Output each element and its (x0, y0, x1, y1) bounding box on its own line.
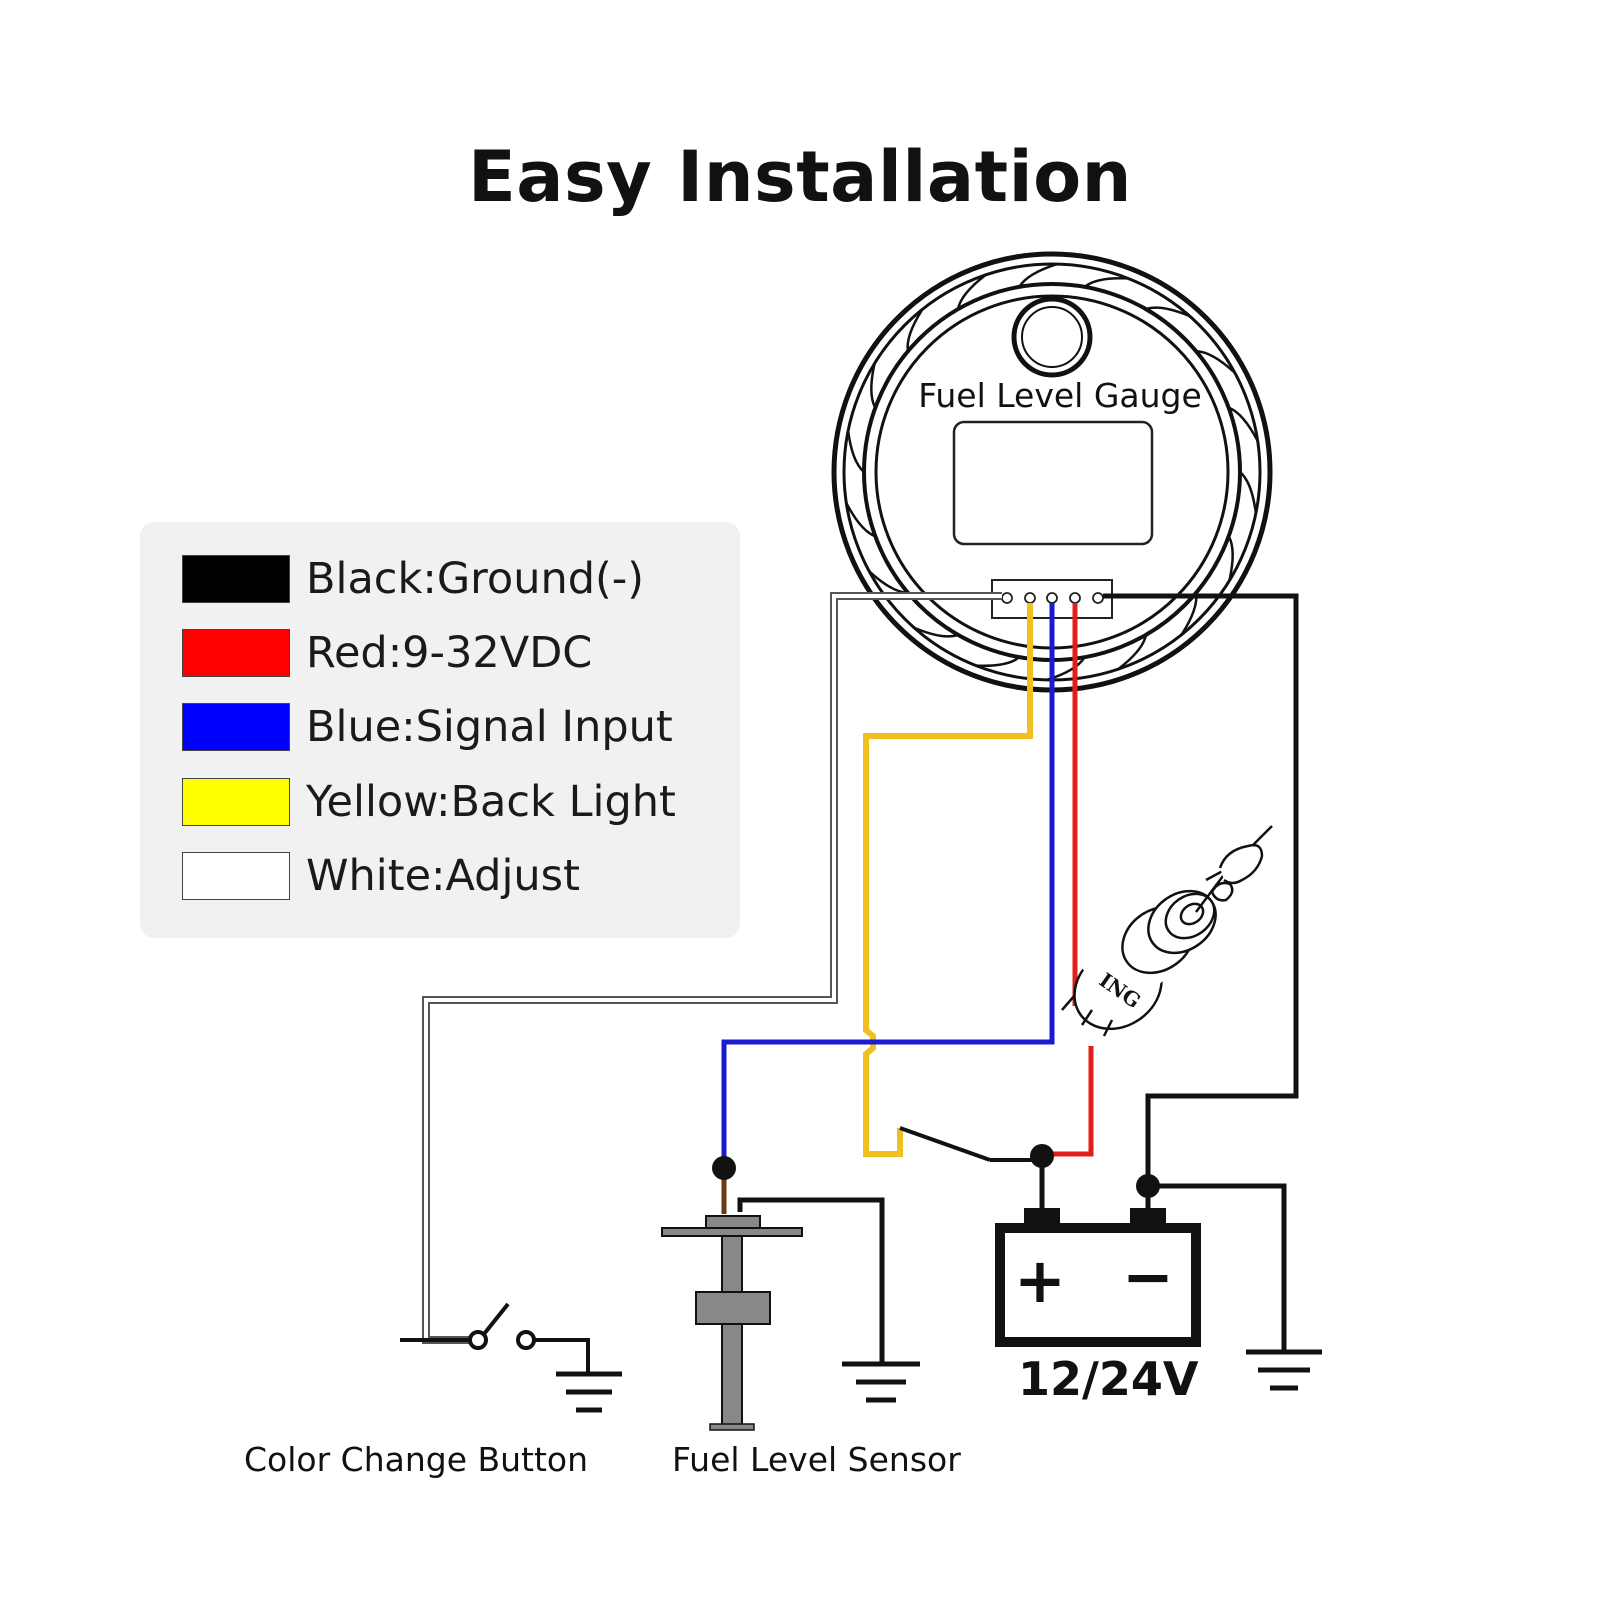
ignition-contact (899, 1126, 1042, 1162)
ground-symbol-button (556, 1371, 622, 1413)
ignition-switch: ING (1061, 825, 1273, 1037)
legend-label-white: White:Adjust (306, 851, 580, 901)
bezel-groove (906, 308, 924, 352)
legend-swatch-white (182, 852, 290, 900)
color-change-button-caption: Color Change Button (244, 1440, 589, 1479)
legend-label-red: Red:9-32VDC (306, 628, 593, 678)
legend-item-blue: Blue:Signal Input (182, 702, 673, 752)
battery-plus-sign: + (1014, 1244, 1066, 1317)
bezel-groove (1195, 349, 1236, 374)
bezel-groove (975, 656, 1021, 668)
wire-color-legend: Black:Ground(-) Red:9-32VDC Blue:Signal … (140, 522, 740, 938)
gauge-label: Fuel Level Gauge (918, 376, 1202, 415)
legend-label-yellow: Yellow:Back Light (306, 777, 676, 827)
legend-item-white: White:Adjust (182, 851, 580, 901)
bezel-groove (1239, 471, 1258, 514)
bezel-groove (956, 273, 987, 310)
bezel-groove (845, 502, 876, 538)
fuel-level-gauge (831, 251, 1273, 693)
legend-label-black: Black:Ground(-) (306, 554, 645, 604)
legend-swatch-yellow (182, 778, 290, 826)
ground-symbol-battery (1246, 1349, 1322, 1391)
bezel-groove (1228, 406, 1259, 442)
fuel-level-sensor-caption: Fuel Level Sensor (672, 1440, 961, 1479)
legend-item-yellow: Yellow:Back Light (182, 777, 676, 827)
battery-positive-junction (1030, 1144, 1054, 1168)
legend-item-black: Black:Ground(-) (182, 554, 644, 604)
color-change-button-switch (400, 1302, 590, 1372)
bezel-groove (1227, 535, 1234, 581)
ground-symbol-sensor (842, 1361, 920, 1403)
fuel-level-sensor (661, 1156, 885, 1431)
battery-voltage-label: 12/24V (1018, 1352, 1199, 1406)
gauge-display (952, 420, 1154, 546)
legend-swatch-blue (182, 703, 290, 751)
battery-minus-sign: − (1122, 1240, 1174, 1313)
bezel-groove (913, 626, 959, 638)
black-wire (1103, 593, 1299, 1188)
gauge-button (1011, 296, 1093, 378)
battery: + − (995, 1208, 1201, 1347)
bezel-groove (1145, 306, 1191, 318)
legend-label-blue: Blue:Signal Input (306, 702, 673, 752)
legend-swatch-black (182, 555, 290, 603)
red-wire-switch-to-battery (1042, 1046, 1094, 1157)
blue-wire (721, 603, 1055, 1168)
legend-swatch-red (182, 629, 290, 677)
legend-item-red: Red:9-32VDC (182, 628, 592, 678)
bezel-groove (846, 430, 865, 473)
bezel-groove (870, 363, 877, 409)
bezel-groove (1018, 262, 1058, 288)
bezel-groove (1083, 276, 1129, 288)
bezel-groove (1117, 634, 1148, 671)
sensor-signal-junction (712, 1156, 736, 1180)
diagram-title: Easy Installation (467, 136, 1133, 218)
